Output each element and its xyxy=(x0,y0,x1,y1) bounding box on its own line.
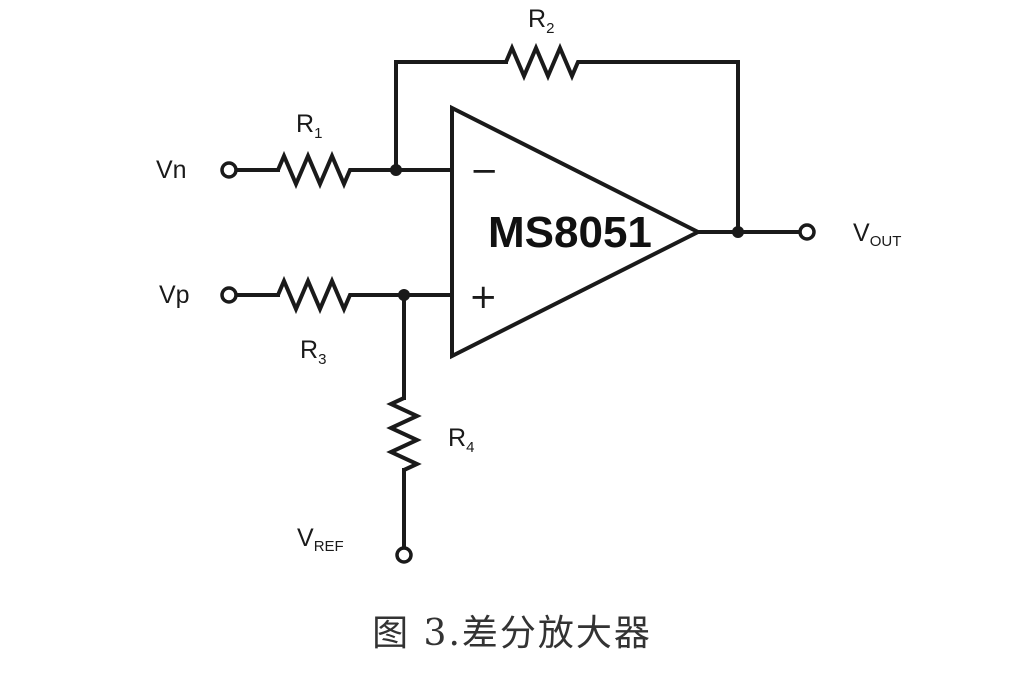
label-r3: R3 xyxy=(300,336,326,368)
terminal-vout xyxy=(798,223,816,241)
opamp-triangle xyxy=(450,104,703,360)
junction-output-node xyxy=(732,226,744,238)
figure-caption: 图 3.差分放大器 xyxy=(372,613,652,654)
label-r2: R2 xyxy=(528,5,554,37)
terminal-vref xyxy=(395,546,413,564)
label-r1: R1 xyxy=(296,110,322,142)
opamp-part-number: MS8051 xyxy=(488,208,652,257)
label-vout: VOUT xyxy=(853,219,901,250)
resistor-r2 xyxy=(504,42,580,82)
label-vn: Vn xyxy=(156,156,187,184)
resistor-r4 xyxy=(386,396,422,472)
resistor-r3 xyxy=(276,275,354,315)
resistor-r1 xyxy=(276,150,354,190)
label-r4: R4 xyxy=(448,424,474,456)
label-vref: VREF xyxy=(297,524,344,555)
terminal-vp xyxy=(220,286,238,304)
inverting-input-sign: − xyxy=(470,151,499,191)
terminal-vn xyxy=(220,161,238,179)
label-vp: Vp xyxy=(159,281,190,309)
junction-noninverting-node xyxy=(398,289,410,301)
junction-inverting-node xyxy=(390,164,402,176)
noninverting-input-sign: + xyxy=(469,277,498,317)
